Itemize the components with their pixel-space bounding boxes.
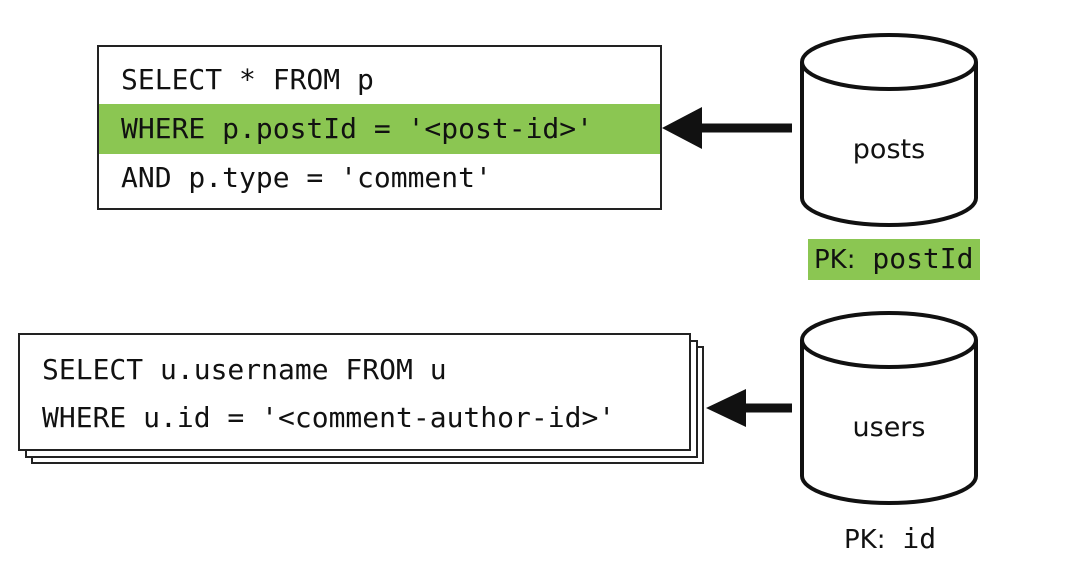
arrow-left-icon bbox=[662, 107, 792, 149]
arrow-left-icon bbox=[706, 389, 792, 427]
users-container-cylinder-icon bbox=[800, 311, 978, 505]
sql-line-where-author: WHERE u.id = '<comment-author-id>' bbox=[42, 401, 616, 434]
posts-container-cylinder-icon bbox=[800, 33, 978, 227]
pk-field: postId bbox=[872, 242, 974, 275]
sql-line-where-highlighted: WHERE p.postId = '<post-id>' bbox=[99, 104, 660, 154]
sql-line-and: AND p.type = 'comment' bbox=[121, 161, 492, 194]
pk-prefix: PK: bbox=[814, 245, 856, 275]
pk-prefix: PK: bbox=[844, 525, 886, 555]
users-partition-key-label: PK: id bbox=[838, 519, 942, 560]
sql-line-select-username: SELECT u.username FROM u bbox=[42, 353, 447, 386]
posts-container-label: posts bbox=[852, 134, 926, 165]
posts-partition-key-label: PK: postId bbox=[808, 239, 980, 280]
pk-field: id bbox=[902, 522, 937, 555]
author-query-box: SELECT u.username FROM u WHERE u.id = '<… bbox=[18, 333, 691, 451]
sql-line-select: SELECT * FROM p bbox=[121, 63, 374, 96]
users-container-label: users bbox=[852, 412, 926, 443]
comments-query-box: SELECT * FROM p WHERE p.postId = '<post-… bbox=[97, 45, 662, 210]
